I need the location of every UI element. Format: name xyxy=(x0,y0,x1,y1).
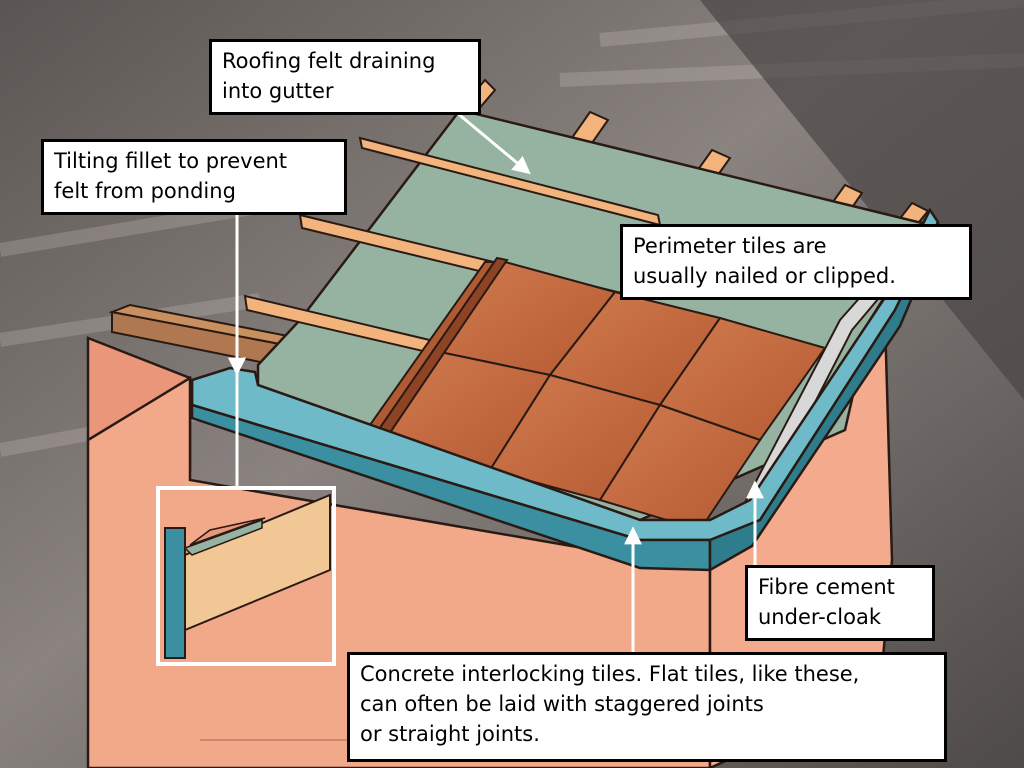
callout-tilting-fillet: Tilting fillet to prevent felt from pond… xyxy=(41,139,347,215)
callout-line: usually nailed or clipped. xyxy=(633,264,896,288)
callout-concrete-tiles: Concrete interlocking tiles. Flat tiles,… xyxy=(347,652,947,762)
callout-line: Fibre cement xyxy=(758,575,895,599)
concrete-tiles xyxy=(383,260,827,532)
callout-line: Perimeter tiles are xyxy=(633,234,827,258)
callout-line: under-cloak xyxy=(758,605,881,629)
callout-line: felt from ponding xyxy=(54,179,236,203)
callout-line: into gutter xyxy=(222,79,334,103)
leader-lines xyxy=(228,110,764,652)
callout-fibre-cement: Fibre cement under-cloak xyxy=(745,565,935,641)
callout-line: Concrete interlocking tiles. Flat tiles,… xyxy=(360,662,860,686)
callout-line: Roofing felt draining xyxy=(222,49,436,73)
callout-roofing-felt: Roofing felt draining into gutter xyxy=(209,39,481,115)
inset-detail-tilting-fillet xyxy=(156,486,336,666)
callout-perimeter-tiles: Perimeter tiles are usually nailed or cl… xyxy=(620,224,972,300)
callout-line: can often be laid with staggered joints xyxy=(360,692,764,716)
callout-line: or straight joints. xyxy=(360,722,540,746)
callout-line: Tilting fillet to prevent xyxy=(54,149,288,173)
background-dark-corner xyxy=(700,0,1024,400)
